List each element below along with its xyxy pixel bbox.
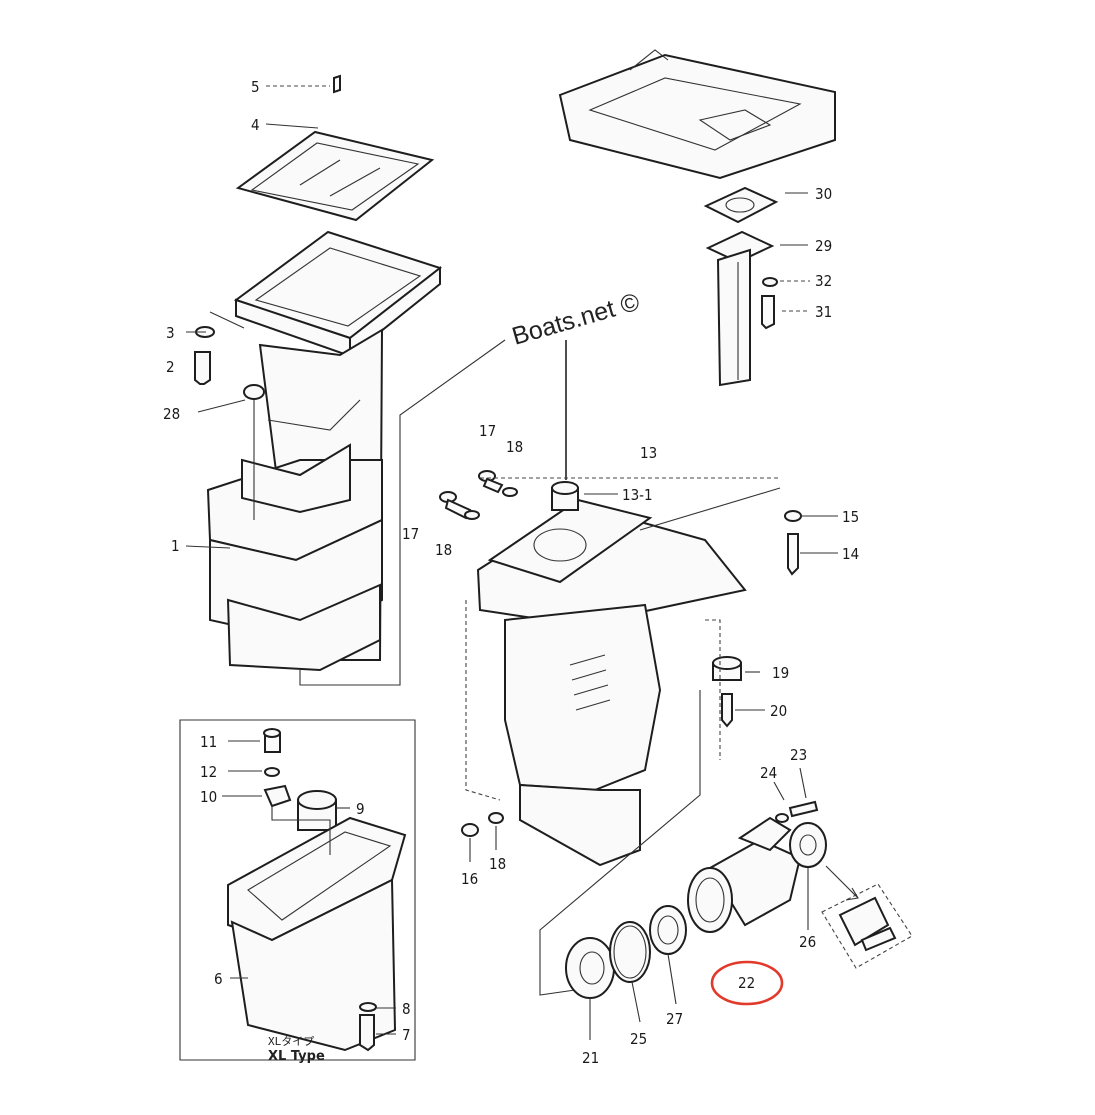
label-32: 32 [815,272,832,290]
highlight-label-22: 22 [738,974,755,992]
exhaust-group [558,49,836,387]
label-20: 20 [770,702,787,720]
label-18c: 18 [489,855,506,873]
label-8: 8 [402,1000,411,1018]
label-27: 27 [666,1010,683,1028]
label-24: 24 [760,764,777,782]
upper-casing-group [185,74,506,686]
label-21: 21 [582,1049,599,1067]
prop-housing-group [565,767,913,1040]
label-26: 26 [799,933,816,951]
label-13: 13 [640,444,657,462]
label-14: 14 [842,545,859,563]
watermark: Boats.net © [509,288,643,351]
label-29: 29 [815,237,832,255]
label-19: 19 [772,664,789,682]
label-9: 9 [356,800,365,818]
label-6: 6 [214,970,223,988]
label-10: 10 [200,788,217,806]
label-30: 30 [815,185,832,203]
label-11: 11 [200,733,217,751]
label-12: 12 [200,763,217,781]
label-17a: 17 [479,422,496,440]
label-18a: 18 [506,438,523,456]
lower-casing-group [439,340,838,996]
label-7: 7 [402,1026,411,1044]
label-2: 2 [166,358,175,376]
label-25: 25 [630,1030,647,1048]
highlight-circle [710,960,784,1006]
xl-extension-group [179,719,416,1061]
label-31: 31 [815,303,832,321]
label-3: 3 [166,324,175,342]
label-28: 28 [163,405,180,423]
xl-type-jp: XLタイプ [268,1035,314,1048]
label-5: 5 [251,78,260,96]
label-23: 23 [790,746,807,764]
label-15: 15 [842,508,859,526]
label-4: 4 [251,116,260,134]
xl-type-en: XL Type [268,1049,325,1064]
label-1: 1 [171,537,180,555]
label-16: 16 [461,870,478,888]
label-13-1: 13-1 [622,486,653,504]
label-17b: 17 [402,525,419,543]
part-labels: 5 4 3 2 28 1 17 18 17 18 13 13-1 15 14 1… [163,78,859,1067]
label-18b: 18 [435,541,452,559]
